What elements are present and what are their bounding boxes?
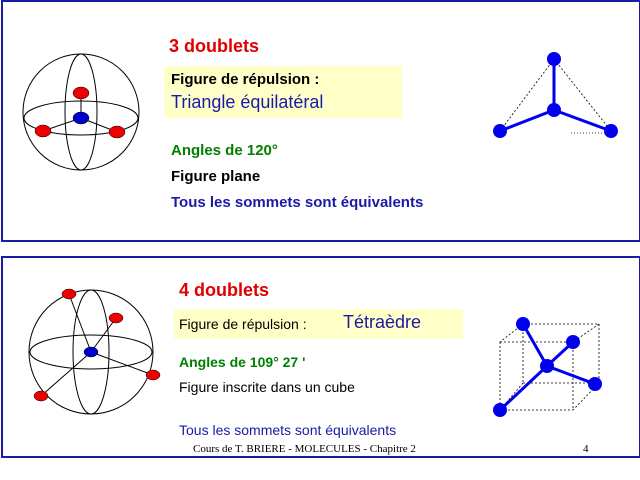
triangle-figure bbox=[493, 52, 618, 138]
bond-upper-left bbox=[68, 293, 92, 353]
bond-to-right bbox=[546, 364, 596, 386]
figure-cube: Figure inscrite dans un cube bbox=[179, 379, 355, 395]
doublet-lower-left bbox=[33, 390, 49, 402]
vertex-right bbox=[588, 377, 602, 391]
title-four-doublets: 4 doublets bbox=[179, 280, 270, 300]
vertex-center bbox=[547, 103, 561, 117]
footer-course: Cours de T. BRIERE - MOLECULES - Chapitr… bbox=[193, 443, 416, 455]
doublet-left bbox=[34, 124, 52, 138]
central-atom bbox=[72, 111, 90, 125]
doublet-upper-left bbox=[61, 288, 77, 300]
bond-lower-right bbox=[90, 351, 154, 376]
sphere-equator bbox=[29, 334, 153, 370]
vertex-center bbox=[540, 359, 554, 373]
panel-four-doublets: 4 doublets Figure de répulsion : Tétraèd… bbox=[1, 256, 640, 458]
sphere-meridian bbox=[64, 53, 98, 171]
vertices-equivalent-2: Tous les sommets sont équivalents bbox=[179, 422, 397, 438]
bond-lower-left bbox=[40, 351, 92, 397]
doublet-lower-right bbox=[145, 369, 161, 381]
vertex-left bbox=[493, 124, 507, 138]
tetrahedron-cube-figure bbox=[493, 317, 602, 417]
shape-triangle: Triangle équilatéral bbox=[171, 92, 324, 112]
vertex-top bbox=[516, 317, 530, 331]
angles-109: Angles de 109° 27 ' bbox=[179, 354, 306, 370]
vertex-back bbox=[566, 335, 580, 349]
bond-left-down bbox=[499, 108, 555, 133]
panel-three-doublets: 3 doublets Figure de répulsion : Triangl… bbox=[1, 0, 640, 242]
vertex-top bbox=[547, 52, 561, 66]
vertex-right bbox=[604, 124, 618, 138]
doublet-right bbox=[108, 125, 126, 139]
repulsion-label: Figure de répulsion : bbox=[171, 71, 320, 88]
title-three-doublets: 3 doublets bbox=[169, 36, 260, 56]
bond-to-top bbox=[521, 323, 549, 367]
angles-120: Angles de 120° bbox=[171, 142, 278, 159]
bond-right-down bbox=[553, 108, 612, 133]
sphere-four-doublets bbox=[28, 288, 161, 415]
triangle-edge-right bbox=[553, 58, 612, 132]
central-atom bbox=[83, 346, 99, 358]
sphere-meridian bbox=[72, 289, 110, 415]
figure-plane: Figure plane bbox=[171, 168, 261, 185]
sphere-three-doublets bbox=[22, 53, 140, 171]
vertex-bottom-left bbox=[493, 403, 507, 417]
shape-tetrahedron: Tétraèdre bbox=[343, 312, 422, 332]
vertices-equivalent-1: Tous les sommets sont équivalents bbox=[171, 194, 424, 211]
triangle-edge-left bbox=[499, 58, 555, 132]
footer-page-number: 4 bbox=[583, 443, 589, 455]
doublet-top bbox=[72, 86, 90, 100]
repulsion-box-tetrahedron: Figure de répulsion : Tétraèdre bbox=[174, 309, 463, 339]
doublet-upper-right bbox=[108, 312, 124, 324]
repulsion-label: Figure de répulsion : bbox=[179, 316, 307, 332]
repulsion-box-triangle: Figure de répulsion : Triangle équilatér… bbox=[164, 66, 402, 118]
bond-upper-right bbox=[90, 317, 117, 353]
bond-to-bottom-left bbox=[498, 364, 549, 412]
